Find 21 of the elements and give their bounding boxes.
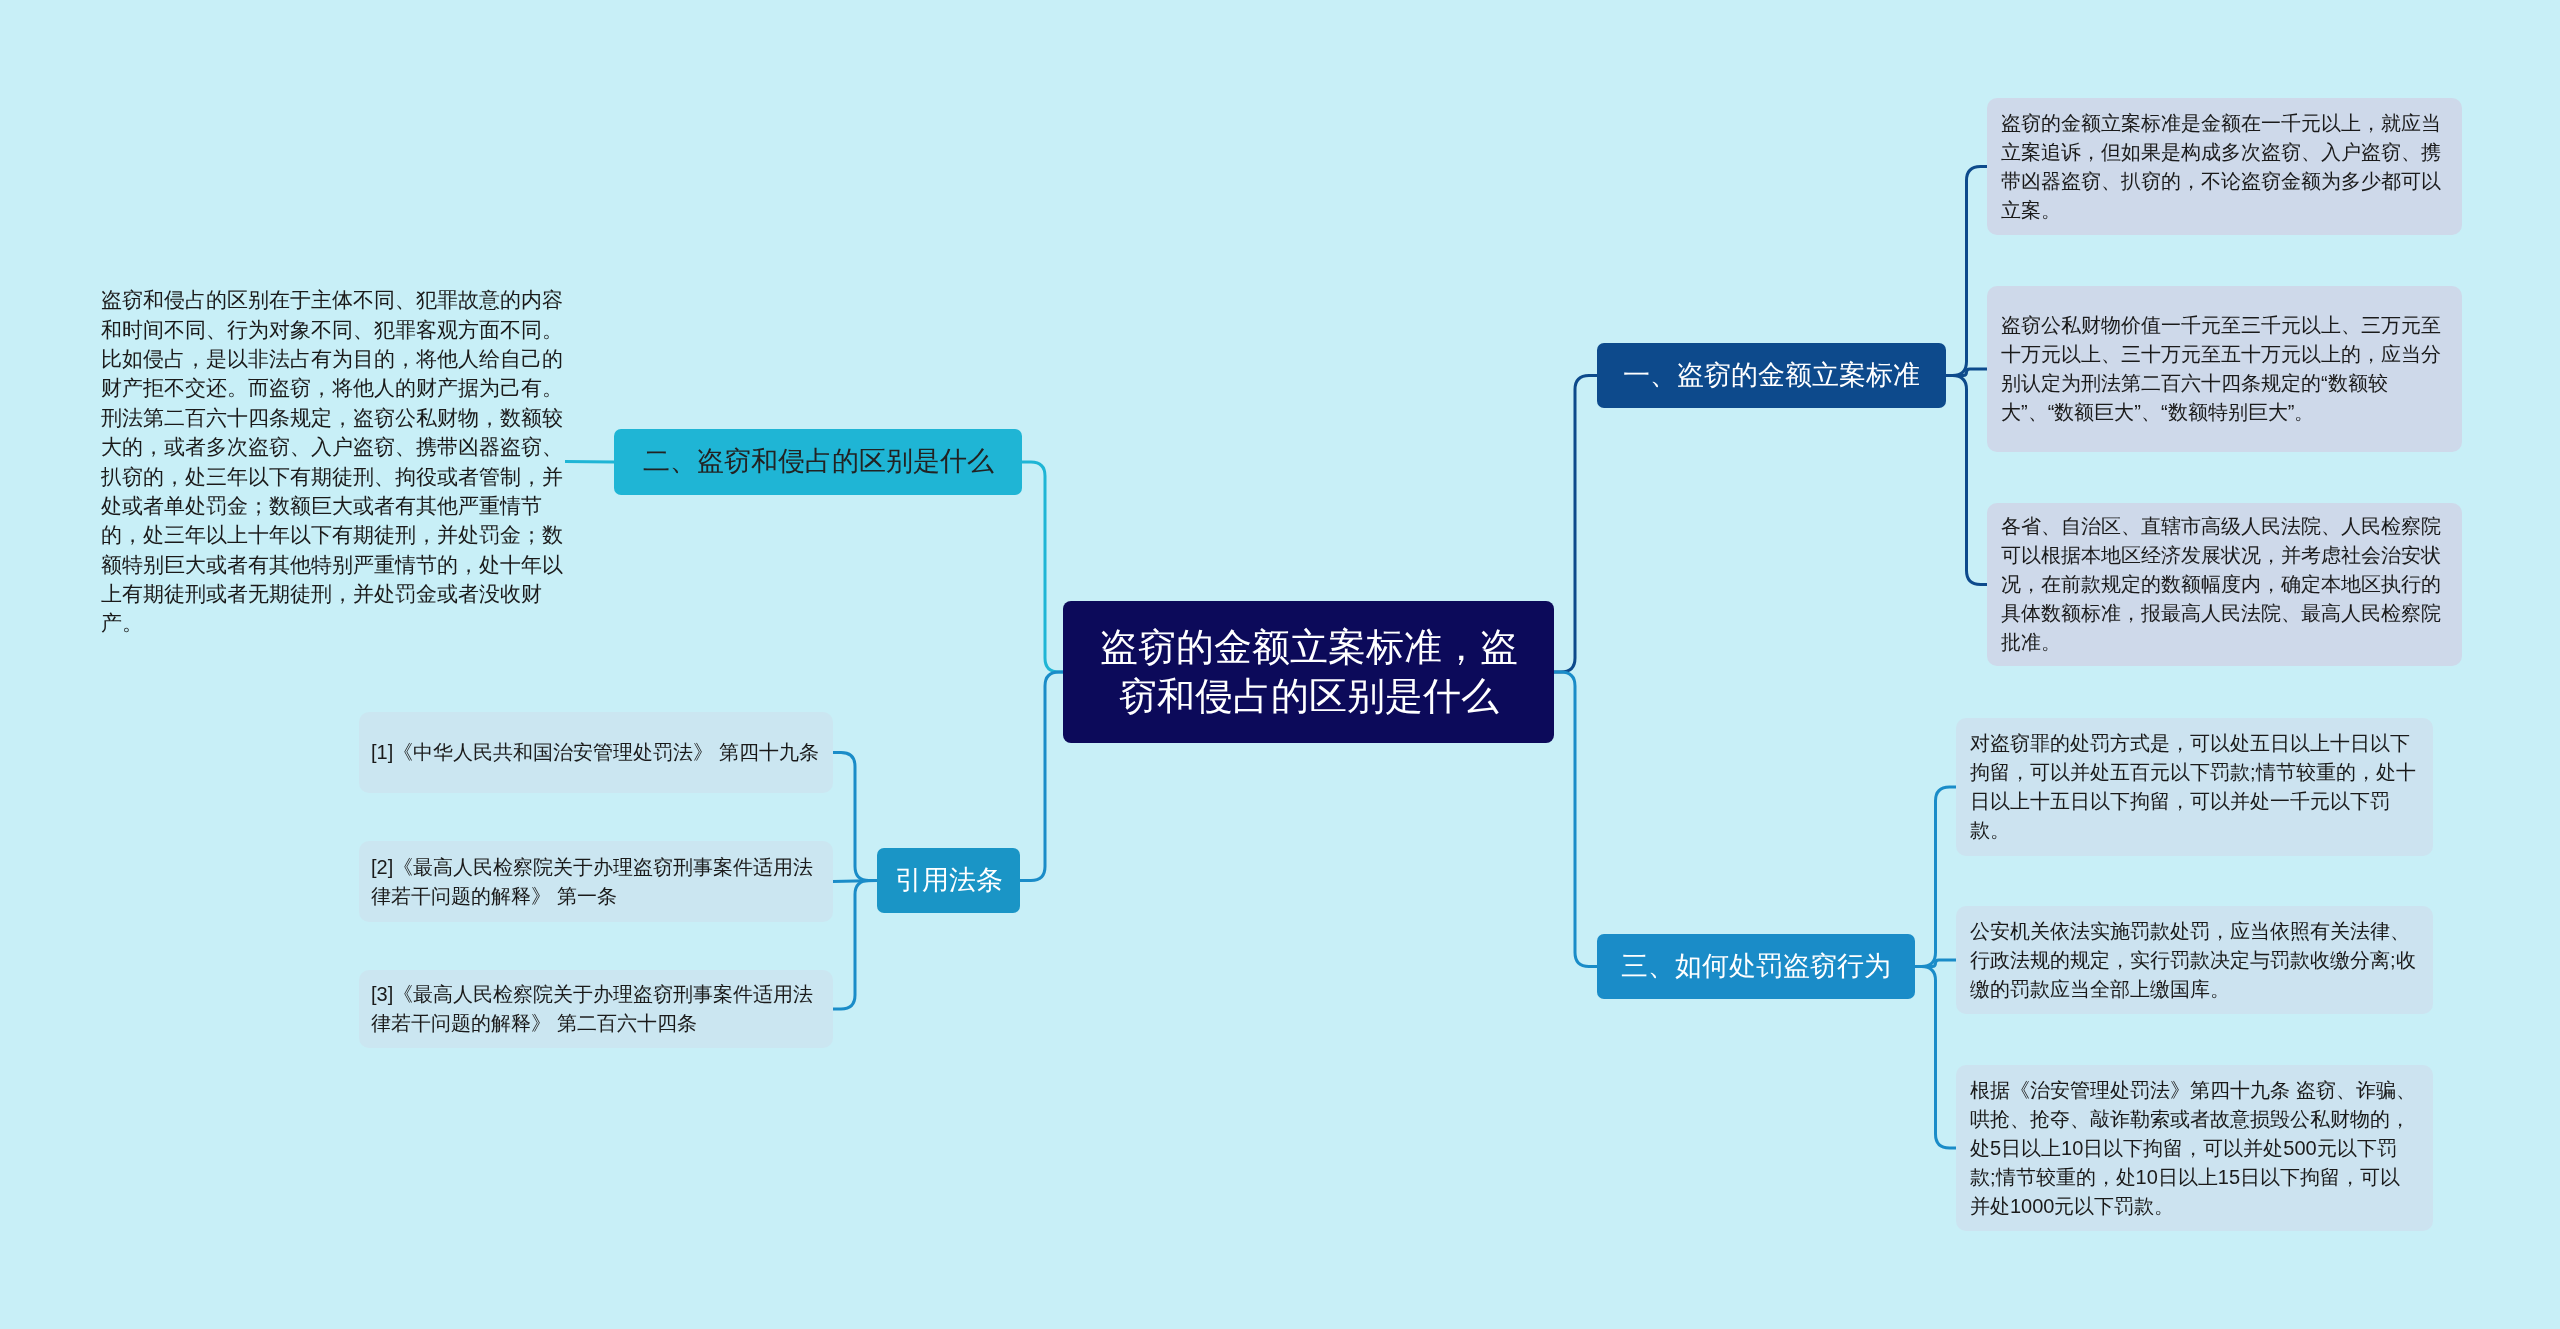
text-card: 盗窃的金额立案标准是金额在一千元以上，就应当立案追诉，但如果是构成多次盗窃、入户盗窃、携带凶器盗窃、扒窃的，不论盗窃金额为多少都可以立案。 [1987,98,2462,235]
connector-line [833,879,877,1011]
text-card: 对盗窃罪的处罚方式是，可以处五日以上十日以下拘留，可以并处五百元以下罚款;情节较重的，处十日以上十五日以下拘留，可以并处一千元以下罚款。 [1956,718,2433,856]
topic-box: 一、盗窃的金额立案标准 [1597,343,1946,408]
text-card: 根据《治安管理处罚法》第四十九条 盗窃、诈骗、哄抢、抢夺、敲诈勒索或者故意损毁公私财物的，处5日以上10日以下拘留，可以并处500元以下罚款;情节较重的，处10日以上15日以下拘留，可以并处1000元以下罚款。 [1956,1065,2433,1231]
topic-box: 二、盗窃和侵占的区别是什么 [614,429,1022,495]
text-card: 公安机关依法实施罚款处罚，应当依照有关法律、行政法规的规定，实行罚款决定与罚款收缴分离;收缴的罚款应当全部上缴国库。 [1956,906,2433,1014]
text-card: [3]《最高人民检察院关于办理盗窃刑事案件适用法律若干问题的解释》 第二百六十四条 [359,970,833,1048]
topic-box: 引用法条 [877,848,1020,913]
connector-line [1020,670,1063,882]
connector-line [565,460,614,464]
paragraph: 盗窃和侵占的区别在于主体不同、犯罪故意的内容和时间不同、行为对象不同、犯罪客观方面不同。比如侵占，是以非法占有为目的，将他人给自己的财产拒不交还。而盗窃，将他人的财产据为己有。刑法第二百六十四条规定，盗窃公私财物，数额较大的，或者多次盗窃、入户盗窃、携带凶器盗窃、扒窃的，处三年以下有期徒刑、拘役或者管制，并处或者单处罚金；数额巨大或者有其他严重情节的，处三年以上十年以下有期徒刑，并处罚金；数额特别巨大或者有其他特别严重情节的，处十年以上有期徒刑或者无期徒刑，并处罚金或者没收财产。 [101,269,565,654]
connector-line [1915,965,1956,1150]
text-card: [1]《中华人民共和国治安管理处罚法》 第四十九条 [359,712,833,793]
central-topic-box: 盗窃的金额立案标准，盗窃和侵占的区别是什么 [1063,601,1554,743]
topic-box: 三、如何处罚盗窃行为 [1597,934,1915,999]
text-card: 盗窃公私财物价值一千元至三千元以上、三万元至十万元以上、三十万元至五十万元以上的，应当分别认定为刑法第二百六十四条规定的“数额较大”、“数额巨大”、“数额特别巨大”。 [1987,286,2462,452]
text-card: [2]《最高人民检察院关于办理盗窃刑事案件适用法律若干问题的解释》 第一条 [359,841,833,922]
connector-line [1554,670,1597,968]
text-card: 各省、自治区、直辖市高级人民法院、人民检察院可以根据本地区经济发展状况，并考虑社会治安状况，在前款规定的数额幅度内，确定本地区执行的具体数额标准，报最高人民法院、最高人民检察院批准。 [1987,503,2462,666]
connector-line [1946,374,1987,586]
